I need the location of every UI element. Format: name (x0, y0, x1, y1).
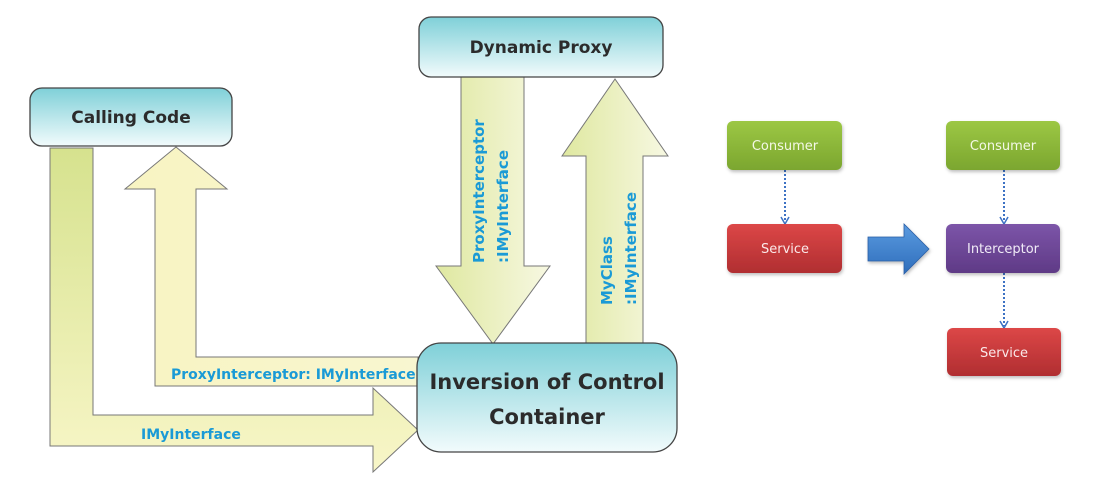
node-calling-code-label: Calling Code (71, 108, 190, 128)
arrow-label-proxyinterceptor: ProxyInterceptor (470, 119, 488, 263)
arrow-proxy-to-container (435, 76, 551, 345)
arrow-calling-to-container (49, 147, 419, 474)
node-ioc-container-label-line2: Container (489, 405, 605, 429)
box-consumer-after-label: Consumer (970, 139, 1037, 154)
arrow-container-to-calling (123, 146, 419, 387)
arrow-label-myclass: MyClass (598, 236, 616, 305)
node-dynamic-proxy-label: Dynamic Proxy (470, 38, 613, 58)
box-consumer-after (946, 121, 1060, 170)
node-ioc-container: Inversion of Control Container (416, 342, 678, 453)
node-calling-code: Calling Code (29, 87, 233, 147)
box-consumer-before (727, 121, 842, 170)
box-interceptor-label: Interceptor (967, 242, 1040, 257)
box-service-before (727, 224, 842, 273)
box-service-after (947, 328, 1061, 376)
box-service-after-label: Service (980, 346, 1028, 361)
node-ioc-container-label-line1: Inversion of Control (429, 370, 664, 394)
arrow-label-myclass-imyinterface: :IMyInterface (622, 192, 640, 305)
arrow-label-proxy-imyinterface: :IMyInterface (494, 150, 512, 263)
box-service-before-label: Service (761, 242, 809, 257)
node-dynamic-proxy: Dynamic Proxy (418, 16, 664, 78)
transition-arrow-icon (867, 223, 930, 275)
box-interceptor (946, 224, 1060, 273)
arrow-label-imyinterface: IMyInterface (141, 427, 241, 443)
box-consumer-before-label: Consumer (752, 139, 819, 154)
arrow-label-proxyinterceptor-imyinterface: ProxyInterceptor: IMyInterface (171, 367, 416, 383)
arrow-container-to-proxy (561, 78, 669, 345)
